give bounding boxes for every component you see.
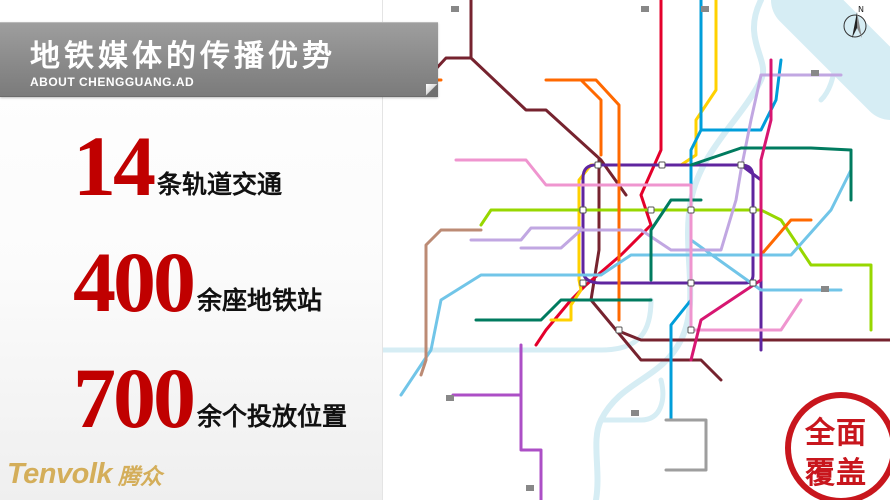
stat-lines-label: 条轨道交通: [157, 170, 283, 199]
compass-icon: N: [843, 6, 867, 38]
stamp-line-2: 覆盖: [805, 456, 867, 491]
logo-english: Tenvolk: [7, 458, 113, 490]
title-banner: 地铁媒体的传播优势 ABOUT CHENGGUANG.AD: [0, 22, 438, 97]
page-subtitle: ABOUT CHENGGUANG.AD: [30, 75, 195, 89]
stat-placements-number: 700: [73, 350, 196, 446]
logo-chinese: 腾众: [118, 464, 163, 490]
stamp-line-1: 全面: [805, 416, 867, 451]
stat-stations: 400 余座地铁站: [73, 234, 323, 330]
stat-lines-number: 14: [73, 118, 156, 214]
stat-lines: 14 条轨道交通: [73, 118, 283, 214]
page-title: 地铁媒体的传播优势: [30, 39, 336, 74]
metro-map: [382, 0, 890, 500]
stat-stations-number: 400: [73, 234, 196, 330]
full-coverage-stamp: 全面 覆盖: [785, 392, 890, 500]
stat-placements: 700 余个投放位置: [73, 350, 348, 446]
svg-text:N: N: [858, 6, 864, 14]
stat-placements-label: 余个投放位置: [197, 402, 348, 431]
brand-logo: Tenvolk 腾众: [7, 458, 162, 491]
stat-stations-label: 余座地铁站: [197, 286, 323, 315]
page-curl-decoration: [426, 84, 438, 96]
